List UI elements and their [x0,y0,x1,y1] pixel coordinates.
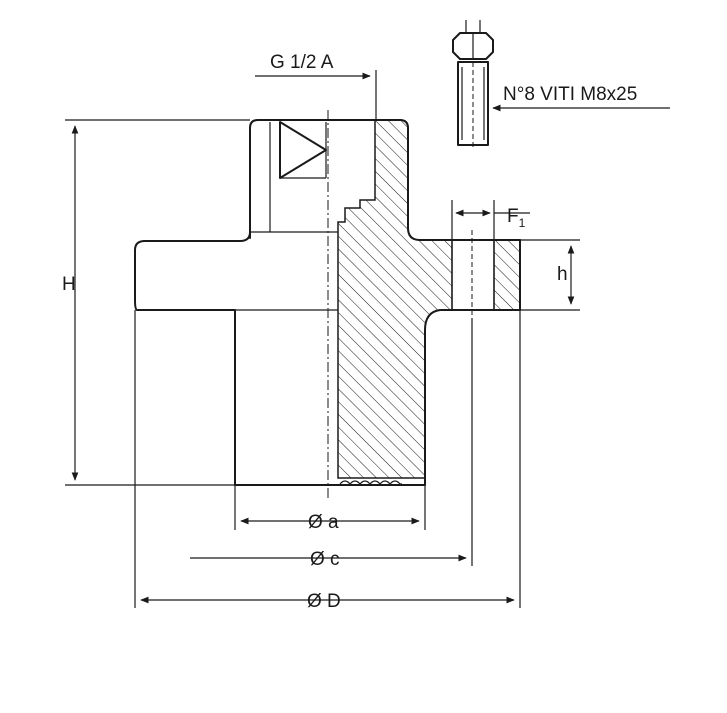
screw-detail [452,20,494,150]
label-thread: G 1/2 A [270,52,334,73]
section-hatch [337,119,521,479]
label-h: h [557,264,568,285]
dim-F1 [451,200,530,240]
bottom-seal [339,480,402,485]
dim-a [234,485,426,530]
label-H: H [62,274,76,295]
label-F1-sub: 1 [519,216,526,230]
dim-H [65,119,250,486]
dim-thread [255,70,377,120]
dim-c [190,318,473,566]
label-dia-D: Ø D [307,591,341,612]
seal-symbol [279,121,327,179]
screw-hole [451,230,495,318]
label-F1: F1 [507,206,526,230]
label-dia-a: Ø a [308,512,339,533]
label-screws: N°8 VITI M8x25 [503,84,637,105]
dim-D [134,310,521,608]
bore-lines [235,122,338,311]
dim-h [520,239,580,311]
label-F1-main: F [507,206,519,227]
label-dia-c: Ø c [310,549,340,570]
